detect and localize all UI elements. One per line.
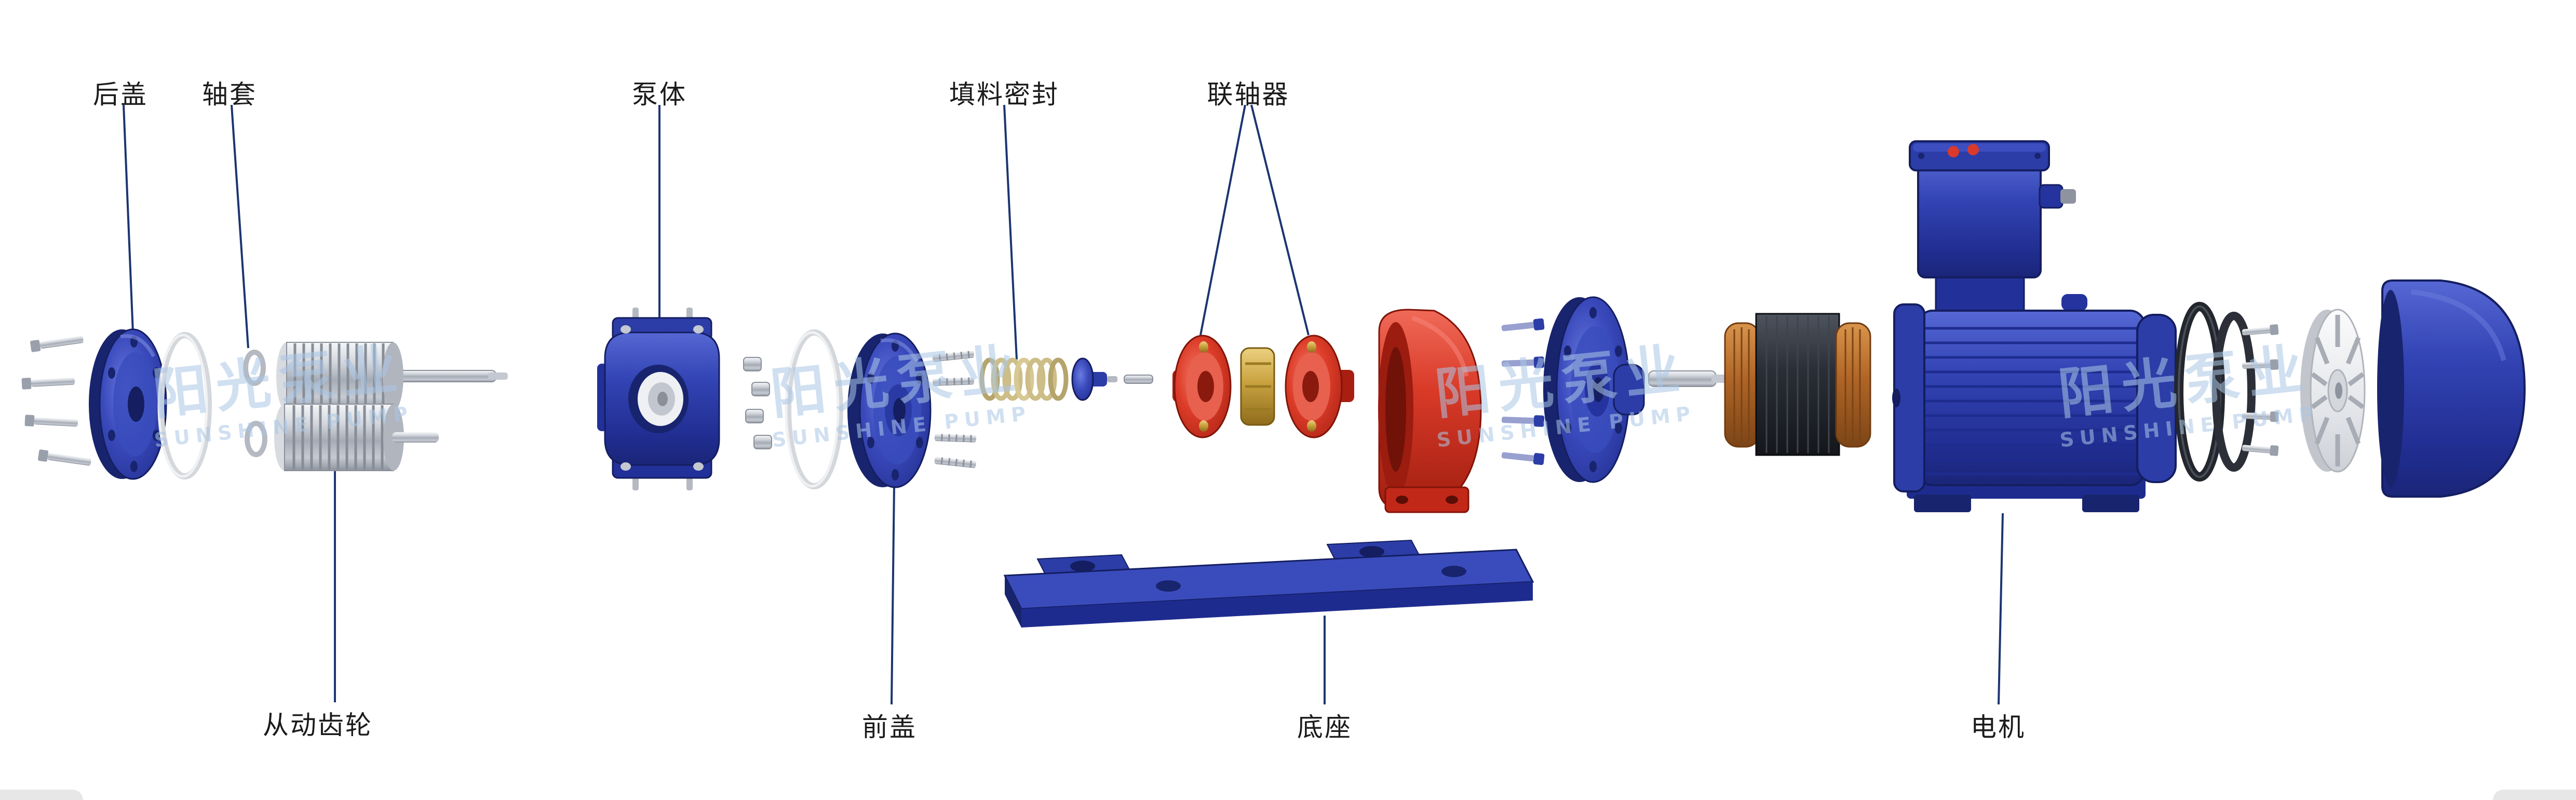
shaft-sleeve-part	[243, 350, 267, 457]
label-pump-body: 泵体	[632, 79, 687, 110]
front-cover-part	[847, 332, 977, 488]
flange-disc-part	[1543, 296, 1645, 483]
label-driven-gear: 从动齿轮	[263, 710, 373, 740]
label-shaft-sleeve: 轴套	[202, 79, 257, 110]
label-coupling: 联轴器	[1207, 79, 1290, 110]
page-corner-left	[0, 790, 83, 800]
gear-assembly	[274, 342, 508, 471]
leader-lines	[123, 104, 2004, 705]
rear-cover-part	[89, 328, 167, 480]
gasket-ring	[157, 332, 212, 479]
packing-seal-part	[979, 357, 1069, 401]
page-corner-right	[2493, 790, 2576, 800]
label-rear-cover: 后盖	[93, 79, 148, 110]
mini-shaft	[1124, 375, 1153, 384]
coupling-part	[1172, 335, 1354, 438]
coupling-guard	[1378, 309, 1482, 513]
fan-bolts	[2242, 324, 2279, 456]
gasket-ring	[785, 329, 843, 489]
flange-bolts	[1501, 318, 1545, 465]
rear-cover-bolts	[21, 336, 91, 466]
base-part	[1003, 539, 1534, 628]
motor-shaft	[1648, 370, 1730, 387]
motor-rotor	[1724, 313, 1871, 456]
label-motor: 电机	[1971, 712, 2026, 742]
label-base: 底座	[1297, 712, 1352, 742]
motor-part	[1892, 140, 2177, 512]
bearing-seal-rings	[2174, 302, 2256, 482]
packing-gland	[1071, 357, 1117, 401]
label-front-cover: 前盖	[862, 712, 917, 742]
fan-part	[2300, 309, 2366, 473]
label-packing-seal: 填料密封	[949, 79, 1059, 110]
pump-body-part	[597, 308, 720, 490]
fan-cover-part	[2377, 279, 2526, 498]
bearing-bushes	[743, 357, 772, 449]
